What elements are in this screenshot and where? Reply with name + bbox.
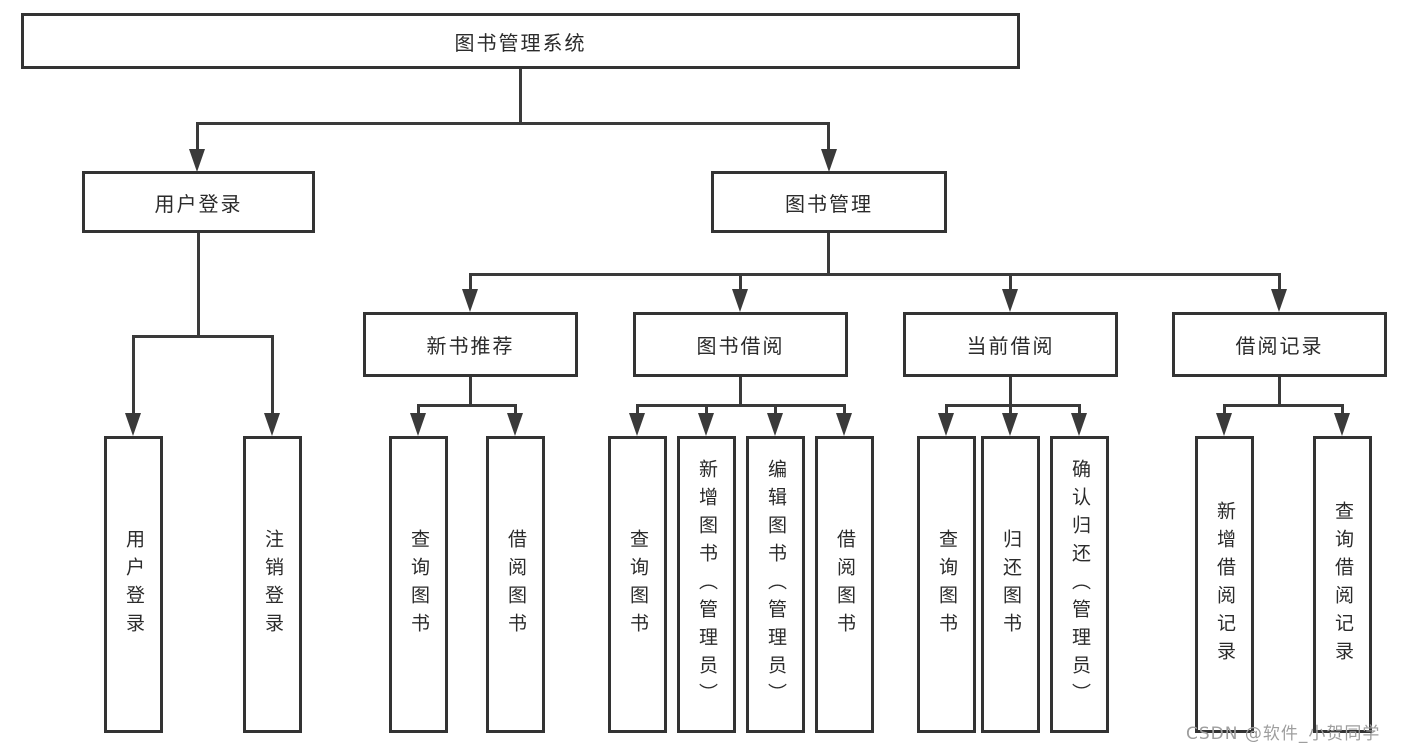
- node-book-borrowing: 图书借阅: [633, 312, 848, 377]
- node-label: 确认归还（管理员）: [1069, 458, 1091, 711]
- arrowhead-down-icon: [938, 413, 954, 436]
- connector-line: [417, 404, 517, 407]
- node-label: 图书管理: [785, 191, 873, 216]
- node-user-login: 用户登录: [82, 171, 315, 233]
- node-label: 图书管理系统: [454, 30, 587, 55]
- node-new-book-recommendation: 新书推荐: [363, 312, 578, 377]
- leaf-query-books-borrowing: 查询图书: [608, 436, 667, 733]
- arrowhead-down-icon: [264, 413, 280, 436]
- arrowhead-down-icon: [767, 413, 783, 436]
- arrowhead-down-icon: [821, 149, 837, 172]
- connector-line: [1223, 404, 1344, 407]
- node-label: 当前借阅: [966, 334, 1055, 358]
- node-label: 用户登录: [154, 191, 243, 216]
- leaf-query-books-current: 查询图书: [917, 436, 976, 733]
- connector-line: [774, 407, 777, 415]
- leaf-add-books-admin: 新增图书（管理员）: [677, 436, 736, 733]
- connector-line: [417, 407, 420, 415]
- csdn-watermark: CSDN @软件_小贺同学: [1186, 724, 1381, 744]
- leaf-borrow-books-recommend: 借阅图书: [486, 436, 545, 733]
- connector-line: [132, 335, 274, 338]
- node-borrowing-records: 借阅记录: [1172, 312, 1387, 377]
- leaf-query-borrow-record: 查询借阅记录: [1313, 436, 1372, 733]
- connector-line: [705, 407, 708, 415]
- arrowhead-down-icon: [507, 413, 523, 436]
- arrowhead-down-icon: [410, 413, 426, 436]
- arrowhead-down-icon: [1071, 413, 1087, 436]
- leaf-query-books-recommend: 查询图书: [389, 436, 448, 733]
- arrowhead-down-icon: [125, 413, 141, 436]
- arrowhead-down-icon: [1271, 289, 1287, 312]
- connector-line: [271, 338, 274, 414]
- connector-line: [739, 276, 742, 290]
- leaf-borrow-books: 借阅图书: [815, 436, 874, 733]
- connector-line: [636, 404, 846, 407]
- node-label: 新增借阅记录: [1214, 500, 1236, 669]
- leaf-logout: 注销登录: [243, 436, 302, 733]
- node-label: 注销登录: [262, 528, 284, 641]
- arrowhead-down-icon: [189, 149, 205, 172]
- connector-line: [1341, 407, 1344, 415]
- connector-line: [132, 338, 135, 414]
- node-label: 归还图书: [1000, 528, 1022, 641]
- leaf-return-books: 归还图书: [981, 436, 1040, 733]
- node-label: 用户登录: [123, 528, 145, 641]
- arrowhead-down-icon: [629, 413, 645, 436]
- arrowhead-down-icon: [1002, 289, 1018, 312]
- connector-line: [196, 125, 199, 151]
- connector-line: [1009, 377, 1012, 407]
- connector-line: [1009, 407, 1012, 415]
- node-label: 借阅图书: [834, 528, 856, 641]
- arrowhead-down-icon: [1334, 413, 1350, 436]
- connector-line: [945, 404, 1081, 407]
- arrowhead-down-icon: [698, 413, 714, 436]
- arrowhead-down-icon: [1216, 413, 1232, 436]
- arrowhead-down-icon: [732, 289, 748, 312]
- leaf-edit-books-admin: 编辑图书（管理员）: [746, 436, 805, 733]
- node-label: 图书借阅: [696, 334, 785, 358]
- connector-line: [827, 233, 830, 276]
- arrowhead-down-icon: [836, 413, 852, 436]
- leaf-user-login: 用户登录: [104, 436, 163, 733]
- connector-line: [1009, 276, 1012, 290]
- node-label: 编辑图书（管理员）: [765, 458, 787, 711]
- node-label: 查询图书: [936, 528, 958, 641]
- connector-line: [636, 407, 639, 415]
- leaf-add-borrow-record: 新增借阅记录: [1195, 436, 1254, 733]
- node-label: 查询图书: [408, 528, 430, 641]
- leaf-confirm-return-admin: 确认归还（管理员）: [1050, 436, 1109, 733]
- connector-line: [514, 407, 517, 415]
- node-label: 借阅图书: [505, 528, 527, 641]
- connector-line: [1223, 407, 1226, 415]
- connector-line: [739, 377, 742, 407]
- connector-line: [469, 276, 472, 290]
- node-label: 查询图书: [627, 528, 649, 641]
- connector-line: [843, 407, 846, 415]
- connector-line: [1278, 276, 1281, 290]
- connector-line: [469, 377, 472, 407]
- connector-line: [197, 233, 200, 338]
- connector-line: [519, 69, 522, 125]
- arrowhead-down-icon: [462, 289, 478, 312]
- node-current-borrowing: 当前借阅: [903, 312, 1118, 377]
- arrowhead-down-icon: [1002, 413, 1018, 436]
- connector-line: [945, 407, 948, 415]
- connector-line: [469, 273, 1281, 276]
- node-label: 借阅记录: [1235, 334, 1324, 358]
- connector-line: [1078, 407, 1081, 415]
- node-book-management: 图书管理: [711, 171, 947, 233]
- node-library-management-system: 图书管理系统: [21, 13, 1020, 69]
- node-label: 新书推荐: [426, 334, 515, 358]
- connector-line: [827, 125, 830, 151]
- connector-line: [196, 122, 830, 125]
- connector-line: [1278, 377, 1281, 407]
- node-label: 查询借阅记录: [1332, 500, 1354, 669]
- node-label: 新增图书（管理员）: [696, 458, 718, 711]
